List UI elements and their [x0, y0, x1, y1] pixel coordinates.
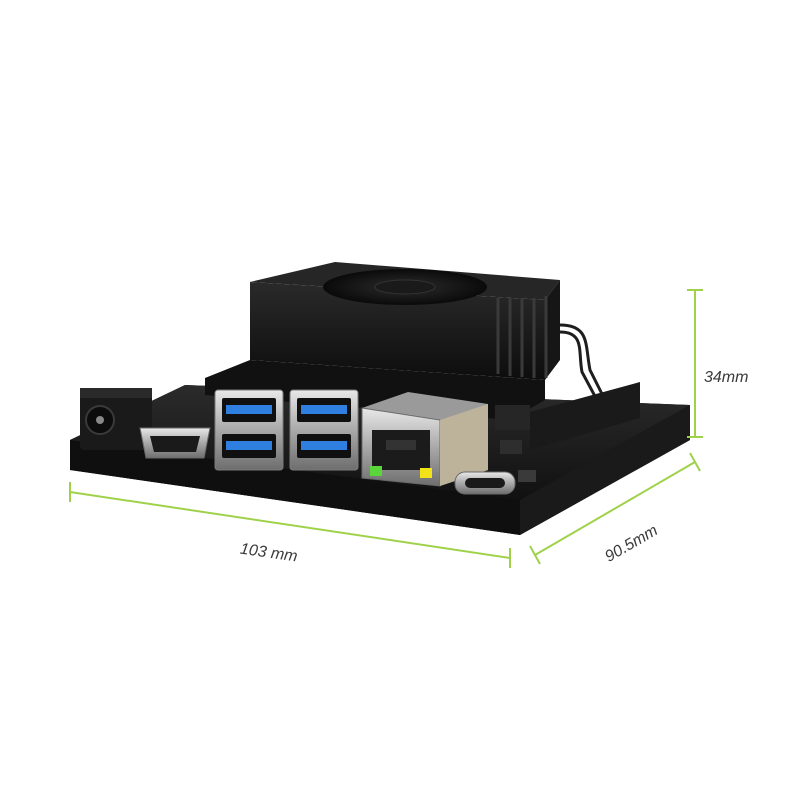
ethernet-port [361, 392, 488, 487]
usb-c-port [454, 471, 516, 495]
height-dimension-label: 34mm [704, 369, 748, 386]
dc-barrel-jack [80, 388, 152, 450]
depth-dimension [529, 452, 701, 565]
width-dimension [69, 482, 511, 568]
usb-a-port-stack-right [289, 389, 359, 471]
hdmi-port [139, 427, 211, 459]
fan-cable [559, 323, 607, 401]
width-dimension-label: 103 mm [239, 541, 299, 566]
board-components [495, 405, 536, 482]
depth-dimension-label: 90.5mm [602, 522, 661, 566]
heatsink-fins [496, 296, 548, 378]
activity-led-yellow [420, 468, 432, 478]
cooling-fan [323, 269, 487, 305]
link-led-green [370, 466, 382, 476]
usb-a-port-stack-left [214, 389, 284, 471]
height-dimension [687, 289, 703, 438]
gpio-header [530, 382, 640, 450]
